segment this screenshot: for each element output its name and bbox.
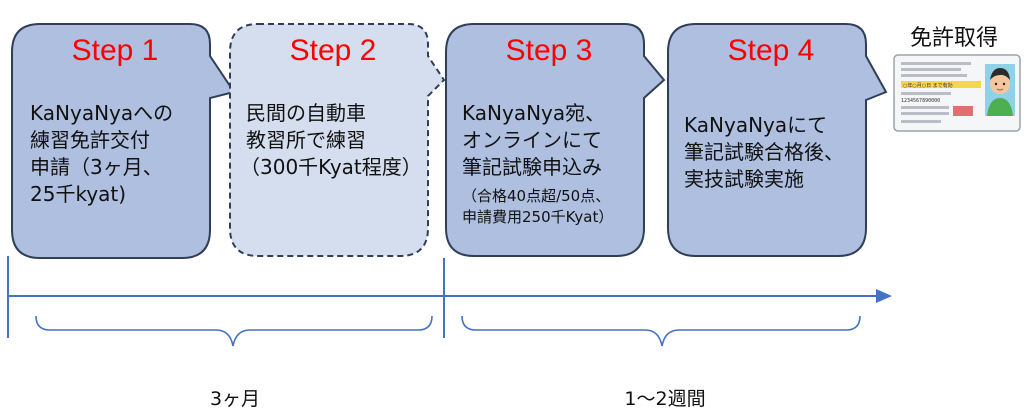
- step-1-callout: [11, 23, 236, 259]
- step-3-sub-line: （合格40点超/50点、: [462, 187, 611, 205]
- step-2-callout: [229, 23, 446, 257]
- driver-license-card-icon: ○年○月○日 まで有効 1234567890000: [893, 54, 1021, 132]
- license-card-number: 1234567890000: [901, 98, 940, 104]
- step-2-title: Step 2: [289, 34, 377, 67]
- step-3-title: Step 3: [505, 34, 593, 67]
- period-second-label: 1〜2週間: [624, 388, 706, 410]
- step-4-description: KaNyaNyaにて 筆記試験合格後、 実技試験実施: [684, 112, 844, 193]
- step-2-line: （300千Kyat程度）: [240, 155, 422, 179]
- step-3-description: KaNyaNya宛、 オンラインにて 筆記試験申込み: [462, 100, 605, 181]
- step-1-title: Step 1: [71, 34, 159, 67]
- step-4-line: 筆記試験合格後、: [684, 140, 844, 164]
- brace-first-period: [35, 315, 433, 347]
- step-2-line: 民間の自動車: [246, 101, 366, 125]
- license-card-validity: ○年○月○日 まで有効: [903, 82, 953, 89]
- license-title: 免許取得: [910, 26, 999, 51]
- step-2-line: 教習所で練習: [246, 128, 366, 152]
- step-3-line: オンラインにて: [462, 128, 602, 152]
- step-3-line: 筆記試験申込み: [462, 155, 602, 179]
- step-3-details: （合格40点超/50点、 申請費用250千Kyat）: [462, 186, 613, 228]
- timeline-arrowhead: [876, 289, 892, 303]
- brace-second-period: [461, 315, 861, 347]
- step-1-line: KaNyaNyaへの: [30, 101, 174, 125]
- step-1-description: KaNyaNyaへの 練習免許交付 申請（3ヶ月、 25千kyat): [30, 100, 173, 208]
- step-3-callout: [445, 23, 666, 257]
- step-2-description: 民間の自動車 教習所で練習 （300千Kyat程度）: [240, 100, 422, 181]
- step-4-line: KaNyaNyaにて: [684, 113, 828, 137]
- step-1-line: 25千kyat): [30, 182, 127, 206]
- step-3-sub-line: 申請費用250千Kyat）: [462, 208, 614, 226]
- step-1-line: 練習免許交付: [30, 128, 150, 152]
- step-1-line: 申請（3ヶ月、: [30, 155, 163, 179]
- step-4-callout: [667, 23, 888, 257]
- step-4-line: 実技試験実施: [684, 167, 804, 191]
- step-3-line: KaNyaNya宛、: [462, 101, 606, 125]
- period-first-label: 3ヶ月: [209, 388, 261, 410]
- step-4-title: Step 4: [727, 34, 815, 67]
